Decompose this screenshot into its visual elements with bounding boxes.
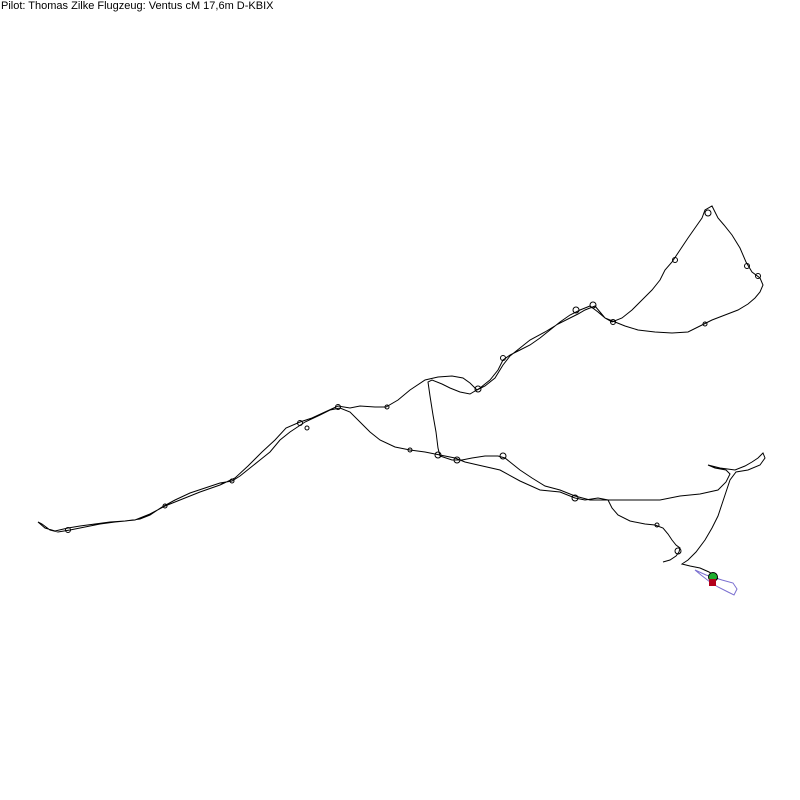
thermal-circle <box>453 456 461 464</box>
flight-info-header: Pilot: Thomas Zilke Flugzeug: Ventus cM … <box>1 0 274 12</box>
thermal-circle <box>229 478 235 484</box>
thermal-circle <box>672 257 678 263</box>
thermal-circle <box>704 209 712 217</box>
thermal-circle <box>500 355 506 361</box>
thermal-circle <box>674 547 682 555</box>
thermal-circle <box>755 273 761 279</box>
thermal-circle <box>571 494 579 502</box>
thermal-circle <box>407 447 413 453</box>
thermal-circle <box>499 452 507 460</box>
thermal-circle <box>744 263 750 269</box>
thermal-circle <box>162 503 168 509</box>
thermal-circle <box>589 301 597 309</box>
thermal-circle <box>654 522 660 528</box>
thermal-circle <box>434 451 442 459</box>
thermal-circle <box>474 385 482 393</box>
thermal-circle <box>572 306 580 314</box>
thermal-circle <box>304 425 310 431</box>
thermal-circle <box>702 321 708 327</box>
thermal-circle <box>297 420 303 426</box>
thermal-circle <box>610 319 616 325</box>
thermal-circles <box>65 209 761 555</box>
finish-square-icon <box>709 579 716 586</box>
thermal-circle <box>65 527 71 533</box>
thermal-circle <box>335 404 341 410</box>
thermal-circle <box>384 404 390 410</box>
